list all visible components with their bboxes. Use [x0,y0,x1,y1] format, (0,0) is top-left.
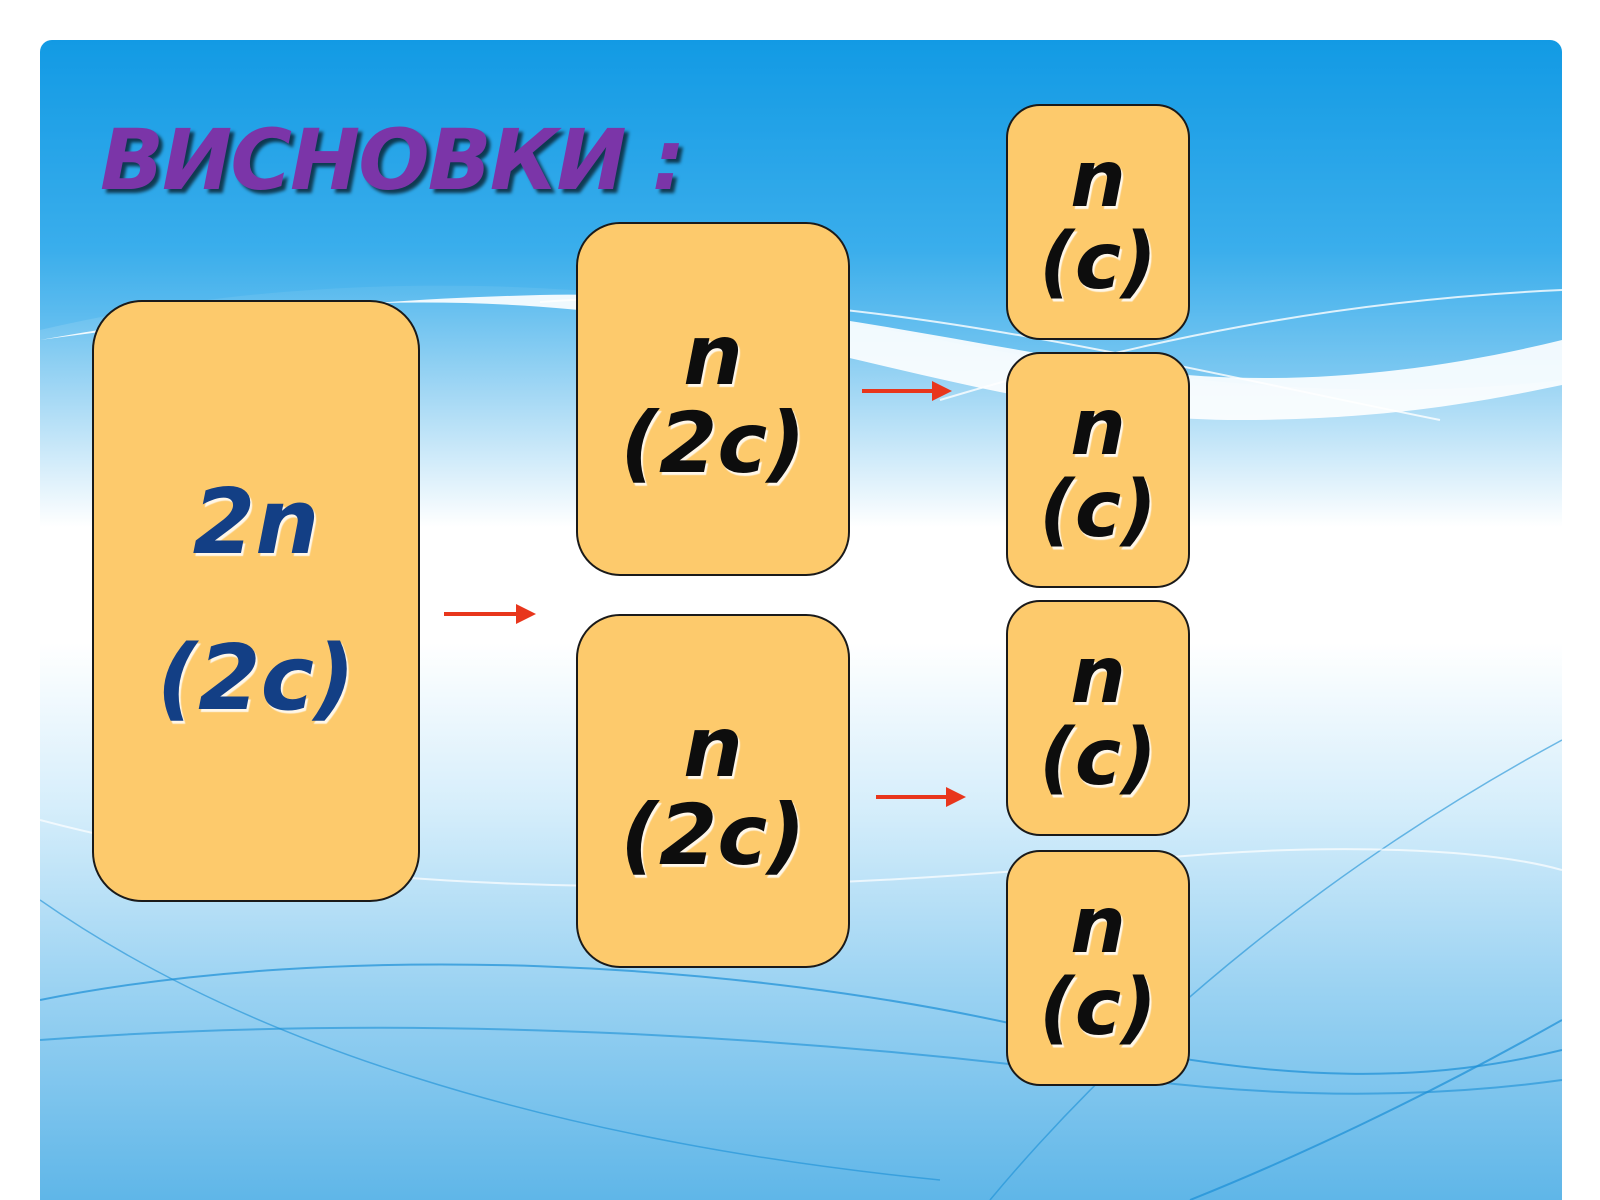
slide-title: ВИСНОВКИ : [100,111,686,209]
middle-cell-box-2: n (2c) [576,614,850,968]
root-chromatid-count: (2c) [156,626,356,731]
leaf-cell-box-2: n (c) [1006,352,1190,588]
leaf-4-chromatid-count: (c) [1039,963,1157,1053]
leaf-cell-box-4: n (c) [1006,850,1190,1086]
leaf-1-chromatid-count: (c) [1039,217,1157,307]
leaf-1-chromosome-set: n [1070,135,1126,226]
leaf-2-chromosome-set: n [1070,383,1126,474]
middle-2-chromatid-count: (2c) [620,786,806,884]
leaf-4-chromosome-set: n [1070,881,1126,972]
middle-1-chromosome-set: n [683,305,743,404]
leaf-3-chromosome-set: n [1070,631,1126,722]
root-chromosome-set: 2n [192,469,320,575]
arrow-middle-1-to-leaves [862,381,952,401]
leaf-2-chromatid-count: (c) [1039,465,1157,555]
leaf-3-chromatid-count: (c) [1039,713,1157,803]
middle-cell-box-1: n (2c) [576,222,850,576]
arrow-middle-2-to-leaves [876,787,966,807]
leaf-cell-box-1: n (c) [1006,104,1190,340]
middle-2-chromosome-set: n [683,697,743,796]
leaf-cell-box-3: n (c) [1006,600,1190,836]
middle-1-chromatid-count: (2c) [620,394,806,492]
arrow-root-to-middle [444,604,536,624]
root-cell-box: 2n (2c) [92,300,420,902]
